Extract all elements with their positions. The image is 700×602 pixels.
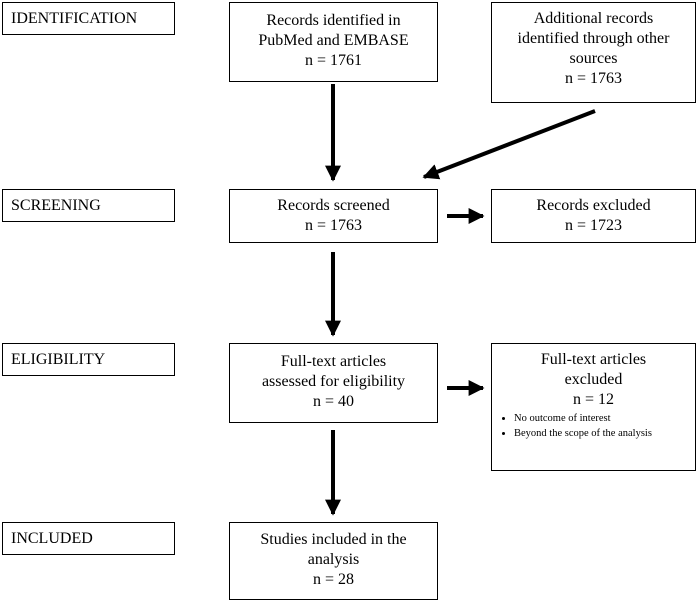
records-screened-count: n = 1763 (304, 217, 363, 234)
studies-included-line1: Studies included in the (260, 531, 407, 548)
arrow-additional-to-screened (422, 109, 596, 180)
records-identified-count: n = 1761 (304, 52, 363, 69)
fulltext-excluded-line2: excluded (564, 371, 623, 388)
studies-included-box: Studies included in the analysis n = 28 (229, 522, 438, 600)
records-screened-line1: Records screened (277, 197, 390, 214)
additional-records-box: Additional records identified through ot… (491, 2, 696, 103)
fulltext-excluded-box: Full-text articles excluded n = 12 No ou… (491, 343, 696, 471)
records-excluded-box: Records excluded n = 1723 (491, 189, 696, 243)
stage-screening: SCREENING (2, 189, 175, 222)
studies-included-count: n = 28 (312, 571, 355, 588)
stage-included: INCLUDED (2, 522, 175, 555)
fulltext-excluded-count: n = 12 (572, 391, 615, 408)
stage-identification: IDENTIFICATION (2, 2, 175, 35)
records-identified-line2: PubMed and EMBASE (258, 32, 409, 49)
exclusion-reasons-list: No outcome of interest Beyond the scope … (492, 412, 695, 440)
additional-records-line2: identified through other (517, 30, 670, 47)
stage-included-label: INCLUDED (11, 529, 93, 547)
fulltext-assessed-box: Full-text articles assessed for eligibil… (229, 343, 438, 423)
additional-records-count: n = 1763 (564, 70, 623, 87)
stage-screening-label: SCREENING (11, 196, 101, 214)
stage-eligibility: ELIGIBILITY (2, 343, 175, 376)
records-identified-line1: Records identified in (266, 12, 401, 29)
records-excluded-count: n = 1723 (564, 217, 623, 234)
exclusion-reason-item: No outcome of interest (514, 412, 695, 425)
fulltext-assessed-line2: assessed for eligibility (261, 373, 406, 390)
additional-records-line1: Additional records (533, 10, 654, 27)
records-excluded-line1: Records excluded (536, 197, 651, 214)
exclusion-reason-item: Beyond the scope of the analysis (514, 427, 695, 440)
stage-identification-label: IDENTIFICATION (11, 9, 138, 27)
fulltext-assessed-line1: Full-text articles (280, 353, 387, 370)
fulltext-assessed-count: n = 40 (312, 393, 355, 410)
records-screened-box: Records screened n = 1763 (229, 189, 438, 243)
studies-included-line2: analysis (307, 551, 360, 568)
additional-records-line3: sources (569, 50, 618, 67)
records-identified-box: Records identified in PubMed and EMBASE … (229, 2, 438, 82)
stage-eligibility-label: ELIGIBILITY (11, 350, 106, 368)
fulltext-excluded-line1: Full-text articles (540, 351, 647, 368)
